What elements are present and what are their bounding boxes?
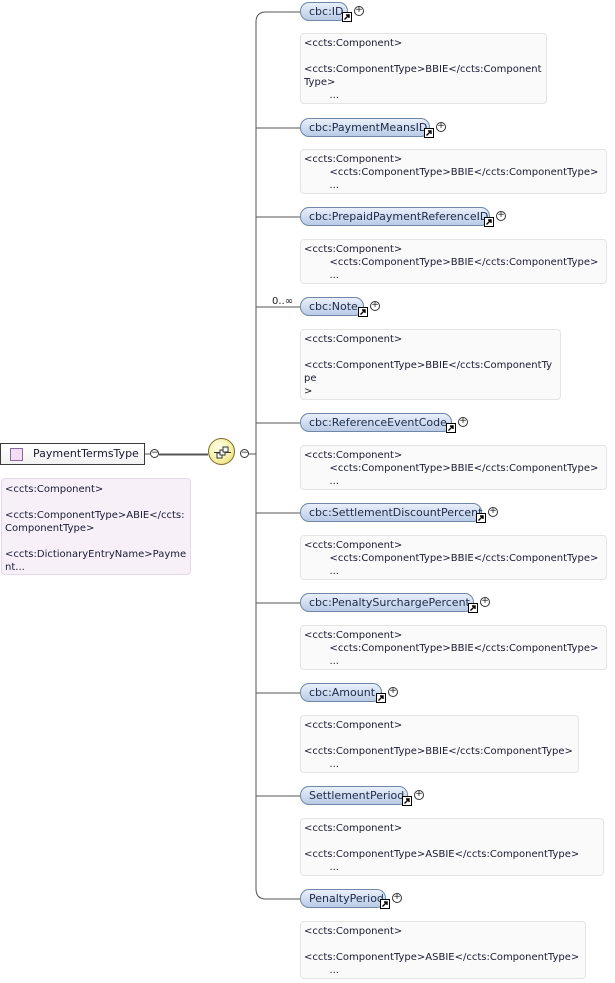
element-node[interactable]: cbc:PaymentMeansID xyxy=(300,118,430,137)
expand-icon[interactable]: + xyxy=(414,789,424,800)
root-type-label: PaymentTermsType xyxy=(33,447,139,460)
expand-icon[interactable]: + xyxy=(354,5,364,16)
element-node[interactable]: cbc:Amount xyxy=(300,683,382,702)
reference-arrow-icon xyxy=(476,513,486,523)
root-type-box[interactable]: PaymentTermsType xyxy=(0,443,145,465)
reference-arrow-icon xyxy=(376,693,386,703)
expand-icon[interactable]: + xyxy=(488,506,498,517)
expand-icon[interactable]: + xyxy=(392,892,402,903)
expand-icon[interactable]: + xyxy=(436,121,446,132)
sequence-trunk xyxy=(255,11,300,900)
element-documentation: <ccts:Component> <ccts:ComponentType>BBI… xyxy=(300,535,607,580)
expand-icon[interactable]: + xyxy=(458,416,468,427)
element-documentation: <ccts:Component> <ccts:ComponentType>ASB… xyxy=(300,818,604,876)
cardinality-label: 0..∞ xyxy=(272,296,294,307)
element-documentation: <ccts:Component> <ccts:ComponentType>BBI… xyxy=(300,715,579,773)
element-documentation: <ccts:Component> <ccts:ComponentType>BBI… xyxy=(300,149,607,194)
element-node[interactable]: cbc:SettlementDiscountPercent xyxy=(300,503,482,522)
sequence-icon xyxy=(214,446,231,459)
element-node[interactable]: cbc:ID xyxy=(300,2,348,21)
complex-type-icon xyxy=(10,448,23,461)
reference-arrow-icon xyxy=(380,899,390,909)
root-documentation: <ccts:Component> <ccts:ComponentType>ABI… xyxy=(1,478,191,575)
root-collapse-icon[interactable]: − xyxy=(150,448,159,458)
expand-icon[interactable]: + xyxy=(480,596,490,607)
reference-arrow-icon xyxy=(402,796,412,806)
reference-arrow-icon xyxy=(468,603,478,613)
expand-icon[interactable]: + xyxy=(370,300,380,311)
element-documentation: <ccts:Component> <ccts:ComponentType>BBI… xyxy=(300,33,547,104)
element-node[interactable]: cbc:Note xyxy=(300,297,364,316)
reference-arrow-icon xyxy=(342,12,352,22)
element-node[interactable]: cbc:ReferenceEventCode xyxy=(300,413,452,432)
reference-arrow-icon xyxy=(446,423,456,433)
element-documentation: <ccts:Component> <ccts:ComponentType>BBI… xyxy=(300,329,561,400)
element-documentation: <ccts:Component> <ccts:ComponentType>BBI… xyxy=(300,625,607,670)
element-documentation: <ccts:Component> <ccts:ComponentType>BBI… xyxy=(300,445,607,490)
element-node[interactable]: PenaltyPeriod xyxy=(300,889,386,908)
element-node[interactable]: SettlementPeriod xyxy=(300,786,408,805)
reference-arrow-icon xyxy=(484,217,494,227)
element-node[interactable]: cbc:PrepaidPaymentReferenceID xyxy=(300,207,490,226)
sequence-collapse-icon[interactable]: − xyxy=(240,448,249,458)
element-node[interactable]: cbc:PenaltySurchargePercent xyxy=(300,593,474,612)
reference-arrow-icon xyxy=(424,128,434,138)
sequence-compositor[interactable] xyxy=(208,438,235,465)
reference-arrow-icon xyxy=(358,307,368,317)
expand-icon[interactable]: + xyxy=(388,686,398,697)
element-documentation: <ccts:Component> <ccts:ComponentType>ASB… xyxy=(300,921,586,979)
element-documentation: <ccts:Component> <ccts:ComponentType>BBI… xyxy=(300,239,607,284)
expand-icon[interactable]: + xyxy=(496,210,506,221)
